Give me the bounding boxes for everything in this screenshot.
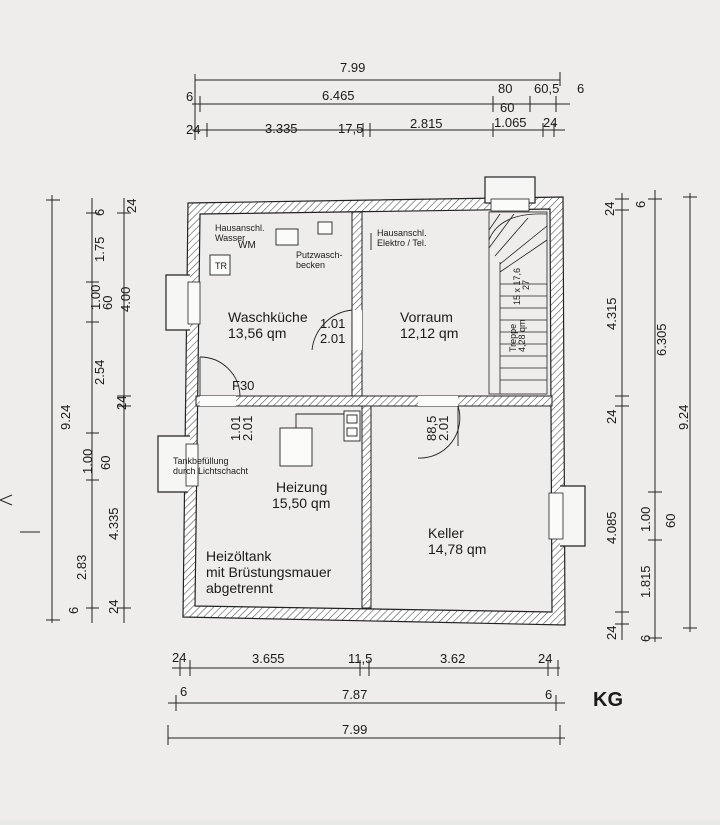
right-dimensions <box>615 190 697 642</box>
sink-label-2: becken <box>296 260 325 270</box>
bottom-dimensions <box>167 660 565 745</box>
tank-room-line2: mit Brüstungsmauer <box>206 564 332 580</box>
stair-count: 27 <box>521 280 531 290</box>
tank-room-line1: Heizöltank <box>206 548 272 564</box>
wm-label: WM <box>238 240 256 251</box>
dryer <box>209 254 231 276</box>
electric-connection-label-1: Hausanschl. <box>377 228 427 238</box>
dim-left-6-top: 6 <box>92 209 107 216</box>
utility-sink <box>317 221 333 235</box>
room-keller-area: 14,78 qm <box>428 541 486 557</box>
door2-height: 2.01 <box>240 416 255 441</box>
dim-left-24-bottom: 24 <box>106 600 121 614</box>
dim-right-6-bottom: 6 <box>638 635 653 642</box>
stair-steps: 15 x 17,6 <box>512 268 522 305</box>
dim-top-overall: 7.99 <box>340 60 365 75</box>
dim-bottom-24-right: 24 <box>538 651 552 666</box>
room-vorraum-area: 12,12 qm <box>400 325 458 341</box>
stair-label: Treppe <box>508 324 518 352</box>
washing-machine <box>275 228 299 246</box>
dim-bottom-3655: 3.655 <box>252 651 285 666</box>
tank-room-line3: abgetrennt <box>206 580 273 596</box>
dim-right-6-top: 6 <box>633 201 648 208</box>
dim-left-100: 1.00 <box>88 285 103 310</box>
door3-width: 88,5 <box>424 416 439 441</box>
door-swings <box>199 309 461 459</box>
building-walls <box>157 176 586 626</box>
dim-right-24-top: 24 <box>602 202 617 216</box>
dim-top-605: 60,5 <box>534 81 559 96</box>
stair-labels: Treppe 4,28 qm 15 x 17,6 27 <box>508 268 531 352</box>
room-heizung-name: Heizung <box>276 479 327 495</box>
fire-rating-label: F30 <box>232 378 254 393</box>
boiler <box>279 427 313 467</box>
fixtures <box>209 221 372 467</box>
floor-label: KG <box>593 689 623 711</box>
dim-right-overall: 9.24 <box>676 405 691 430</box>
dim-bottom-6-right: 6 <box>545 687 552 702</box>
door1-width: 1.01 <box>320 316 345 331</box>
dim-right-24-bottom: 24 <box>604 626 619 640</box>
dim-right-60: 60 <box>663 514 678 528</box>
dim-left-overall: 9.24 <box>58 405 73 430</box>
left-dimensions <box>46 195 131 623</box>
dim-right-4315: 4.315 <box>604 297 619 330</box>
dim-right-4085: 4.085 <box>604 511 619 544</box>
dim-top-24-right: 24 <box>543 115 557 130</box>
section-marker <box>0 494 40 533</box>
tr-label: TR <box>215 261 227 271</box>
room-waschkueche-area: 13,56 qm <box>228 325 286 341</box>
water-connection-label-2: Wasser <box>215 233 245 243</box>
dim-bottom-overall: 7.99 <box>342 722 367 737</box>
dim-top-6465: 6.465 <box>322 88 355 103</box>
dim-bottom-362: 3.62 <box>440 651 465 666</box>
dim-top-80: 80 <box>498 81 512 96</box>
tank-fill-label-1: Tankbefüllung <box>173 456 229 466</box>
dim-bottom-24-left: 24 <box>172 650 186 665</box>
dim-top-2815: 2.815 <box>410 116 443 131</box>
dim-left-400: 4.00 <box>118 287 133 312</box>
room-heizung-area: 15,50 qm <box>272 495 330 511</box>
dim-right-100: 1.00 <box>638 507 653 532</box>
dim-left-100b: 1.00 <box>80 449 95 474</box>
room-keller-name: Keller <box>428 525 464 541</box>
dim-right-24-mid: 24 <box>604 410 619 424</box>
dim-left-6-bottom: 6 <box>66 607 81 614</box>
door3-height: 2.01 <box>436 416 451 441</box>
dim-left-60: 60 <box>100 296 115 310</box>
electric-connection-label-2: Elektro / Tel. <box>377 238 426 248</box>
dim-bottom-787: 7.87 <box>342 687 367 702</box>
dim-top-3335: 3.335 <box>265 121 298 136</box>
dim-left-4335: 4.335 <box>106 507 121 540</box>
dim-top-1065: 1.065 <box>494 115 527 130</box>
staircase <box>488 211 548 395</box>
dim-top-60: 60 <box>500 100 514 115</box>
stair-area: 4,28 qm <box>517 319 527 352</box>
dim-left-60b: 60 <box>98 456 113 470</box>
dim-bottom-115: 11,5 <box>348 651 372 666</box>
room-vorraum-name: Vorraum <box>400 309 453 325</box>
dim-bottom-6-left: 6 <box>180 684 187 699</box>
dim-top-24-left: 24 <box>186 122 200 137</box>
dim-left-24-mid: 24 <box>114 396 129 410</box>
top-dimensions <box>192 72 570 140</box>
dim-left-24-top: 24 <box>124 199 139 213</box>
door2-width: 1.01 <box>228 416 243 441</box>
dim-top-175: 17,5 <box>338 121 363 136</box>
dim-right-6305: 6.305 <box>654 323 669 356</box>
dim-right-1815: 1.815 <box>638 565 653 598</box>
sink-label-1: Putzwasch- <box>296 250 343 260</box>
dim-left-283: 2.83 <box>74 555 89 580</box>
dim-top-6-left: 6 <box>186 89 193 104</box>
dim-top-6-right: 6 <box>577 81 584 96</box>
tank-fill-label-2: durch Lichtschacht <box>173 466 249 476</box>
dim-left-254: 2.54 <box>92 360 107 385</box>
door1-height: 2.01 <box>320 331 345 346</box>
dim-left-175: 1.75 <box>92 237 107 262</box>
room-waschkueche-name: Waschküche <box>228 309 308 325</box>
water-connection-label-1: Hausanschl. <box>215 223 265 233</box>
